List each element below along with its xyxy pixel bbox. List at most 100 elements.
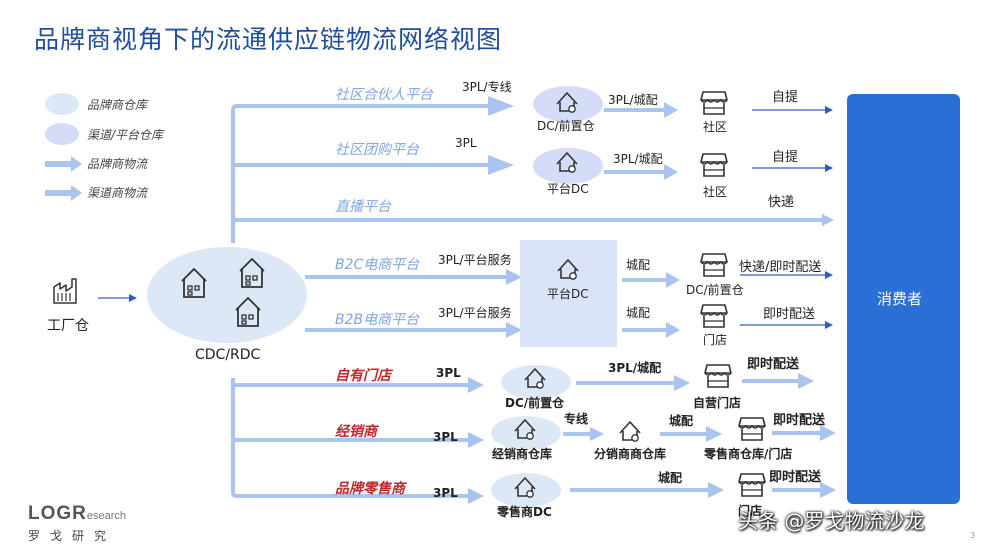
- last-mile-arrowhead: [798, 373, 814, 389]
- channel-label: 社区合伙人平台: [335, 87, 434, 103]
- page-number: 3: [970, 531, 976, 540]
- node-label: 零售商DC: [496, 504, 552, 519]
- shop-icon: [738, 473, 766, 497]
- node-label: 分销商商仓库: [594, 446, 666, 461]
- mode-label: 3PL: [433, 430, 458, 444]
- legend-channel-warehouse-label: 渠道/平台仓库: [87, 128, 165, 142]
- channel-warehouse-node: [533, 86, 603, 122]
- brand-warehouse-node: [491, 473, 561, 507]
- last-mile-label: 快递: [768, 195, 794, 210]
- branch-arrow: [231, 491, 470, 498]
- shop-icon: [738, 417, 766, 441]
- store-label: 零售商仓库/门店: [703, 446, 792, 461]
- link-arrowhead: [664, 102, 678, 118]
- shop-icon: [700, 253, 728, 277]
- last-mile-label: 自提: [772, 89, 798, 105]
- legend-channel-warehouse-swatch: [45, 123, 79, 145]
- logo-cn-text: 罗戈研究: [28, 529, 117, 543]
- factory-icon: [53, 278, 77, 304]
- cdc-label: CDC/RDC: [195, 347, 261, 363]
- branch-arrowhead: [506, 269, 522, 285]
- logr-logo: LOGResearch 罗戈研究: [28, 503, 126, 544]
- link-arrowhead: [706, 426, 722, 442]
- link-label: 专线: [564, 411, 588, 426]
- last-mile-label: 即时配送: [769, 469, 822, 485]
- link-arrowhead: [666, 322, 680, 338]
- page-title: 品牌商视角下的流通供应链物流网络视图: [34, 25, 503, 54]
- channel-label: 经销商: [335, 423, 380, 440]
- branch-arrowhead: [822, 214, 834, 226]
- node-label: DC/前置仓: [537, 118, 595, 133]
- channel-label: 社区团购平台: [335, 142, 420, 158]
- mode-label: 3PL: [455, 136, 477, 150]
- consumer-label: 消费者: [877, 290, 922, 308]
- platform-dc-box: [520, 240, 617, 347]
- channel-label: 自有门店: [335, 367, 394, 384]
- branch-arrowhead: [506, 322, 522, 338]
- branch-arrow: [231, 104, 490, 111]
- link-label: 城配: [626, 258, 650, 272]
- shop-icon: [704, 364, 732, 388]
- mode-label: 3PL/专线: [462, 79, 512, 94]
- store-label: 自营门店: [693, 395, 741, 410]
- link-label: 3PL/城配: [608, 360, 661, 375]
- link-arrowhead: [590, 427, 604, 441]
- cdc-ellipse: [147, 247, 307, 343]
- store-label: 门店: [738, 503, 762, 518]
- node-label: 经销商仓库: [492, 446, 552, 461]
- watermark: 头条 @罗戈物流沙龙: [738, 509, 925, 533]
- last-mile-arrowhead: [820, 425, 836, 441]
- factory-label: 工厂仓: [47, 318, 89, 334]
- link-arrowhead: [708, 482, 724, 498]
- logo-sub-text: esearch: [86, 510, 127, 522]
- last-mile-label: 即时配送: [747, 356, 800, 372]
- link-label: 3PL/城配: [608, 93, 658, 107]
- link-arrowhead: [666, 272, 680, 288]
- channel-label: 直播平台: [335, 199, 392, 215]
- shop-icon: [700, 91, 728, 115]
- branch-arrowhead: [468, 432, 484, 448]
- brand-warehouse-node: [491, 416, 561, 450]
- branch-arrowhead: [468, 488, 484, 504]
- branch-arrowhead: [488, 96, 514, 116]
- store-label: 社区: [703, 119, 727, 134]
- logo-main-text: LOGR: [28, 503, 87, 524]
- last-mile-label: 自提: [772, 149, 798, 165]
- legend-brand-logistics-arrow: [45, 156, 82, 172]
- mode-label: 3PL/平台服务: [438, 252, 512, 267]
- shop-icon: [700, 153, 728, 177]
- legend-channel-logistics-arrow: [45, 185, 82, 201]
- last-mile-label: 快递/即时配送: [739, 260, 821, 275]
- legend-channel-logistics-label: 渠道商物流: [87, 186, 149, 200]
- node-label: DC/前置仓: [505, 395, 565, 410]
- node-label: 平台DC: [547, 181, 589, 196]
- brand-warehouse-node: [501, 365, 571, 399]
- link-arrowhead: [674, 375, 690, 391]
- channel-label: B2C电商平台: [335, 257, 420, 273]
- channel-label: 品牌零售商: [335, 480, 408, 497]
- channel-warehouse-node: [533, 148, 603, 184]
- store-label: 门店: [703, 332, 727, 347]
- store-label: DC/前置仓: [686, 282, 744, 297]
- last-mile-arrowhead: [820, 482, 836, 498]
- link-label: 3PL/城配: [613, 152, 663, 166]
- link-arrowhead: [664, 164, 678, 180]
- mode-label: 3PL: [436, 366, 461, 380]
- consumer-box: [847, 94, 960, 504]
- branch-arrowhead: [488, 155, 514, 175]
- shop-icon: [700, 304, 728, 328]
- link-label: 城配: [658, 470, 682, 485]
- last-mile-label: 即时配送: [773, 412, 826, 428]
- branch-arrowhead: [468, 377, 484, 393]
- channel-label: B2B电商平台: [335, 312, 420, 328]
- last-mile-label: 即时配送: [763, 307, 815, 322]
- platform-dc-label: 平台DC: [547, 286, 589, 301]
- warehouse-icon: [619, 421, 641, 443]
- legend-brand-warehouse-label: 品牌商仓库: [87, 98, 149, 112]
- mode-label: 3PL: [433, 486, 458, 500]
- legend-brand-warehouse-swatch: [45, 93, 79, 115]
- link-label: 城配: [626, 306, 650, 320]
- link-label: 城配: [669, 413, 693, 428]
- store-label: 社区: [703, 184, 727, 199]
